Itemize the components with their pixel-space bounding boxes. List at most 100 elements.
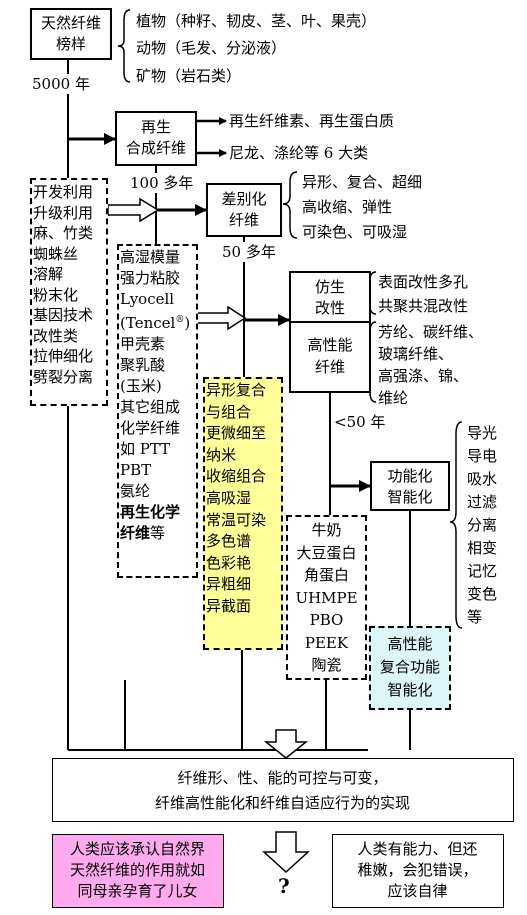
development-item: 麻、竹类 <box>33 224 94 242</box>
regenerated-output-1: 再生纤维素、再生蛋白质 <box>229 112 395 130</box>
development-box: 开发利用 升级利用 麻、竹类 蜘蛛丝 溶解 粉末化 基因技术 改性类 拉伸细化 … <box>30 178 108 406</box>
chemical-fiber-item: 强力粘胶 <box>120 269 181 287</box>
regenerated-title-1: 再生 <box>140 118 171 136</box>
regenerated-box: 再生 合成纤维 <box>115 111 197 166</box>
development-item: 粉末化 <box>33 285 79 304</box>
chemical-fiber-item: 其它组成 <box>120 398 181 416</box>
hp-composite-box: 高性能 复合功能 智能化 <box>369 626 451 710</box>
composite-item: 异形复合 <box>206 381 267 399</box>
composite-item: 更微细至 <box>206 424 267 443</box>
bionic-title-1: 仿生 <box>314 278 345 296</box>
functional-feature: 变色 <box>467 585 498 603</box>
functional-feature: 导电 <box>467 447 498 465</box>
chemical-fiber-item: PBT <box>120 461 152 479</box>
protein-item: 角蛋白 <box>303 566 349 584</box>
composite-item: 收缩组合 <box>206 467 267 486</box>
hp-composite-line: 高性能 <box>387 635 433 653</box>
composite-item: 纳米 <box>206 445 237 464</box>
differentiated-title-1: 差别化 <box>221 190 267 208</box>
natural-source-mineral: 矿物（岩石类） <box>136 67 242 85</box>
composite-item: 常温可染 <box>206 510 267 529</box>
natural-years: 5000 年 <box>32 74 90 94</box>
development-item: 改性类 <box>33 326 79 345</box>
chemical-fibers-box: 高湿模量 强力粘胶 Lyocell (Tencel®) 甲壳素 聚乳酸 (玉米)… <box>117 244 198 578</box>
development-item: 基因技术 <box>33 306 94 324</box>
functional-title-1: 功能化 <box>387 467 433 485</box>
functional-feature: 过滤 <box>467 493 498 511</box>
chemical-fiber-item: 氨纶 <box>120 482 151 500</box>
composite-item: 高吸湿 <box>206 488 252 507</box>
differentiated-box: 差别化 纤维 <box>206 183 282 237</box>
hp-feature-4: 维纶 <box>378 389 409 407</box>
differentiated-feature-1: 异形、复合、超细 <box>302 173 423 191</box>
chemical-fiber-item: 化学纤维 <box>120 419 181 437</box>
conclusion-box: 纤维形、性、能的可控与可变， 纤维高性能化和纤维自适应行为的实现 <box>52 758 514 822</box>
differentiated-title-2: 纤维 <box>228 211 259 229</box>
functional-box: 功能化 智能化 <box>370 461 450 511</box>
bionic-feature-1: 表面改性多孔 <box>378 273 469 291</box>
protein-item: 大豆蛋白 <box>296 543 357 562</box>
hp-years: <50 年 <box>334 412 386 432</box>
bionic-hp-box: 仿生 改性 高性能 纤维 <box>289 271 371 393</box>
question-mark: ? <box>278 874 290 898</box>
functional-feature: 导光 <box>467 424 498 442</box>
functional-feature: 等 <box>467 608 483 626</box>
hp-feature-1: 芳纶、碳纤维、 <box>378 323 484 341</box>
differentiated-years: 50 多年 <box>222 242 276 262</box>
functional-feature: 记忆 <box>467 562 498 580</box>
bottom-right-box: 人类有能力、但还 稚嫩，会犯错误， 应该自律 <box>332 834 504 908</box>
hp-feature-3: 高强涤、锦、 <box>378 367 469 385</box>
functional-feature: 分离 <box>467 516 498 534</box>
development-item: 溶解 <box>33 265 64 283</box>
hp-composite-line: 复合功能 <box>379 658 440 676</box>
composite-item: 异粗细 <box>206 575 252 594</box>
bottom-right-line: 稚嫩，会犯错误， <box>357 861 478 879</box>
functional-feature: 相变 <box>467 539 498 557</box>
chemical-fiber-item: 如 PTT <box>120 440 171 458</box>
bottom-left-line: 天然纤维的作用就如 <box>69 861 205 879</box>
composite-item: 色彩艳 <box>206 553 252 572</box>
chemical-fiber-item: 聚乳酸 <box>120 356 166 374</box>
bionic-feature-2: 共聚共混改性 <box>378 297 469 315</box>
natural-fiber-box: 天然纤维 榜样 <box>30 8 112 60</box>
bionic-title-2: 改性 <box>314 299 345 317</box>
chemical-fiber-bold-1: 再生化学 <box>120 503 181 521</box>
protein-item: 牛奶 <box>311 521 342 539</box>
development-item: 劈裂分离 <box>33 367 94 386</box>
protein-item: 陶瓷 <box>311 656 342 674</box>
development-item: 升级利用 <box>33 203 94 222</box>
conclusion-line-1: 纤维形、性、能的可控与可变， <box>177 769 388 787</box>
differentiated-feature-3: 可染色、可吸湿 <box>302 223 408 241</box>
bionic-divider <box>291 321 369 323</box>
chemical-fiber-item: Lyocell <box>120 290 175 308</box>
bottom-left-line: 人类应该承认自然界 <box>69 840 205 858</box>
functional-feature: 吸水 <box>467 470 498 488</box>
bottom-right-line: 应该自律 <box>387 882 448 900</box>
development-item: 开发利用 <box>33 183 94 201</box>
protein-item: PBO <box>309 611 344 629</box>
regenerated-title-2: 合成纤维 <box>125 139 186 157</box>
protein-materials-box: 牛奶 大豆蛋白 角蛋白 UHMPE PBO PEEK 陶瓷 <box>286 515 367 680</box>
development-item: 蜘蛛丝 <box>33 244 79 263</box>
hp-composite-line: 智能化 <box>387 681 433 699</box>
composite-item: 与组合 <box>206 402 252 421</box>
natural-fiber-title-2: 榜样 <box>55 35 86 53</box>
differentiated-feature-2: 高收缩、弹性 <box>302 198 393 216</box>
hp-title-2: 纤维 <box>314 358 345 376</box>
bottom-right-line: 人类有能力、但还 <box>357 840 478 858</box>
natural-source-animal: 动物（毛发、分泌液） <box>136 39 287 57</box>
functional-title-2: 智能化 <box>387 488 433 506</box>
composite-item: 异截面 <box>206 596 252 615</box>
chemical-fiber-tencel: (Tencel®) <box>120 314 191 332</box>
natural-source-plant: 植物（种籽、韧皮、茎、叶、果壳） <box>136 12 377 30</box>
chemical-fiber-item: 高湿模量 <box>120 248 181 266</box>
conclusion-line-2: 纤维高性能化和纤维自适应行为的实现 <box>154 794 410 812</box>
natural-fiber-title-1: 天然纤维 <box>40 14 101 32</box>
protein-item: UHMPE <box>295 588 358 607</box>
protein-item: PEEK <box>304 633 349 652</box>
regenerated-output-2: 尼龙、涤纶等 6 大类 <box>229 144 369 162</box>
composite-item: 多色谱 <box>206 532 252 551</box>
registered-mark: ® <box>175 315 185 325</box>
composite-forms-box: 异形复合 与组合 更微细至 纳米 收缩组合 高吸湿 常温可染 多色谱 色彩艳 异… <box>203 377 283 650</box>
hp-feature-2: 玻璃纤维、 <box>378 345 454 363</box>
